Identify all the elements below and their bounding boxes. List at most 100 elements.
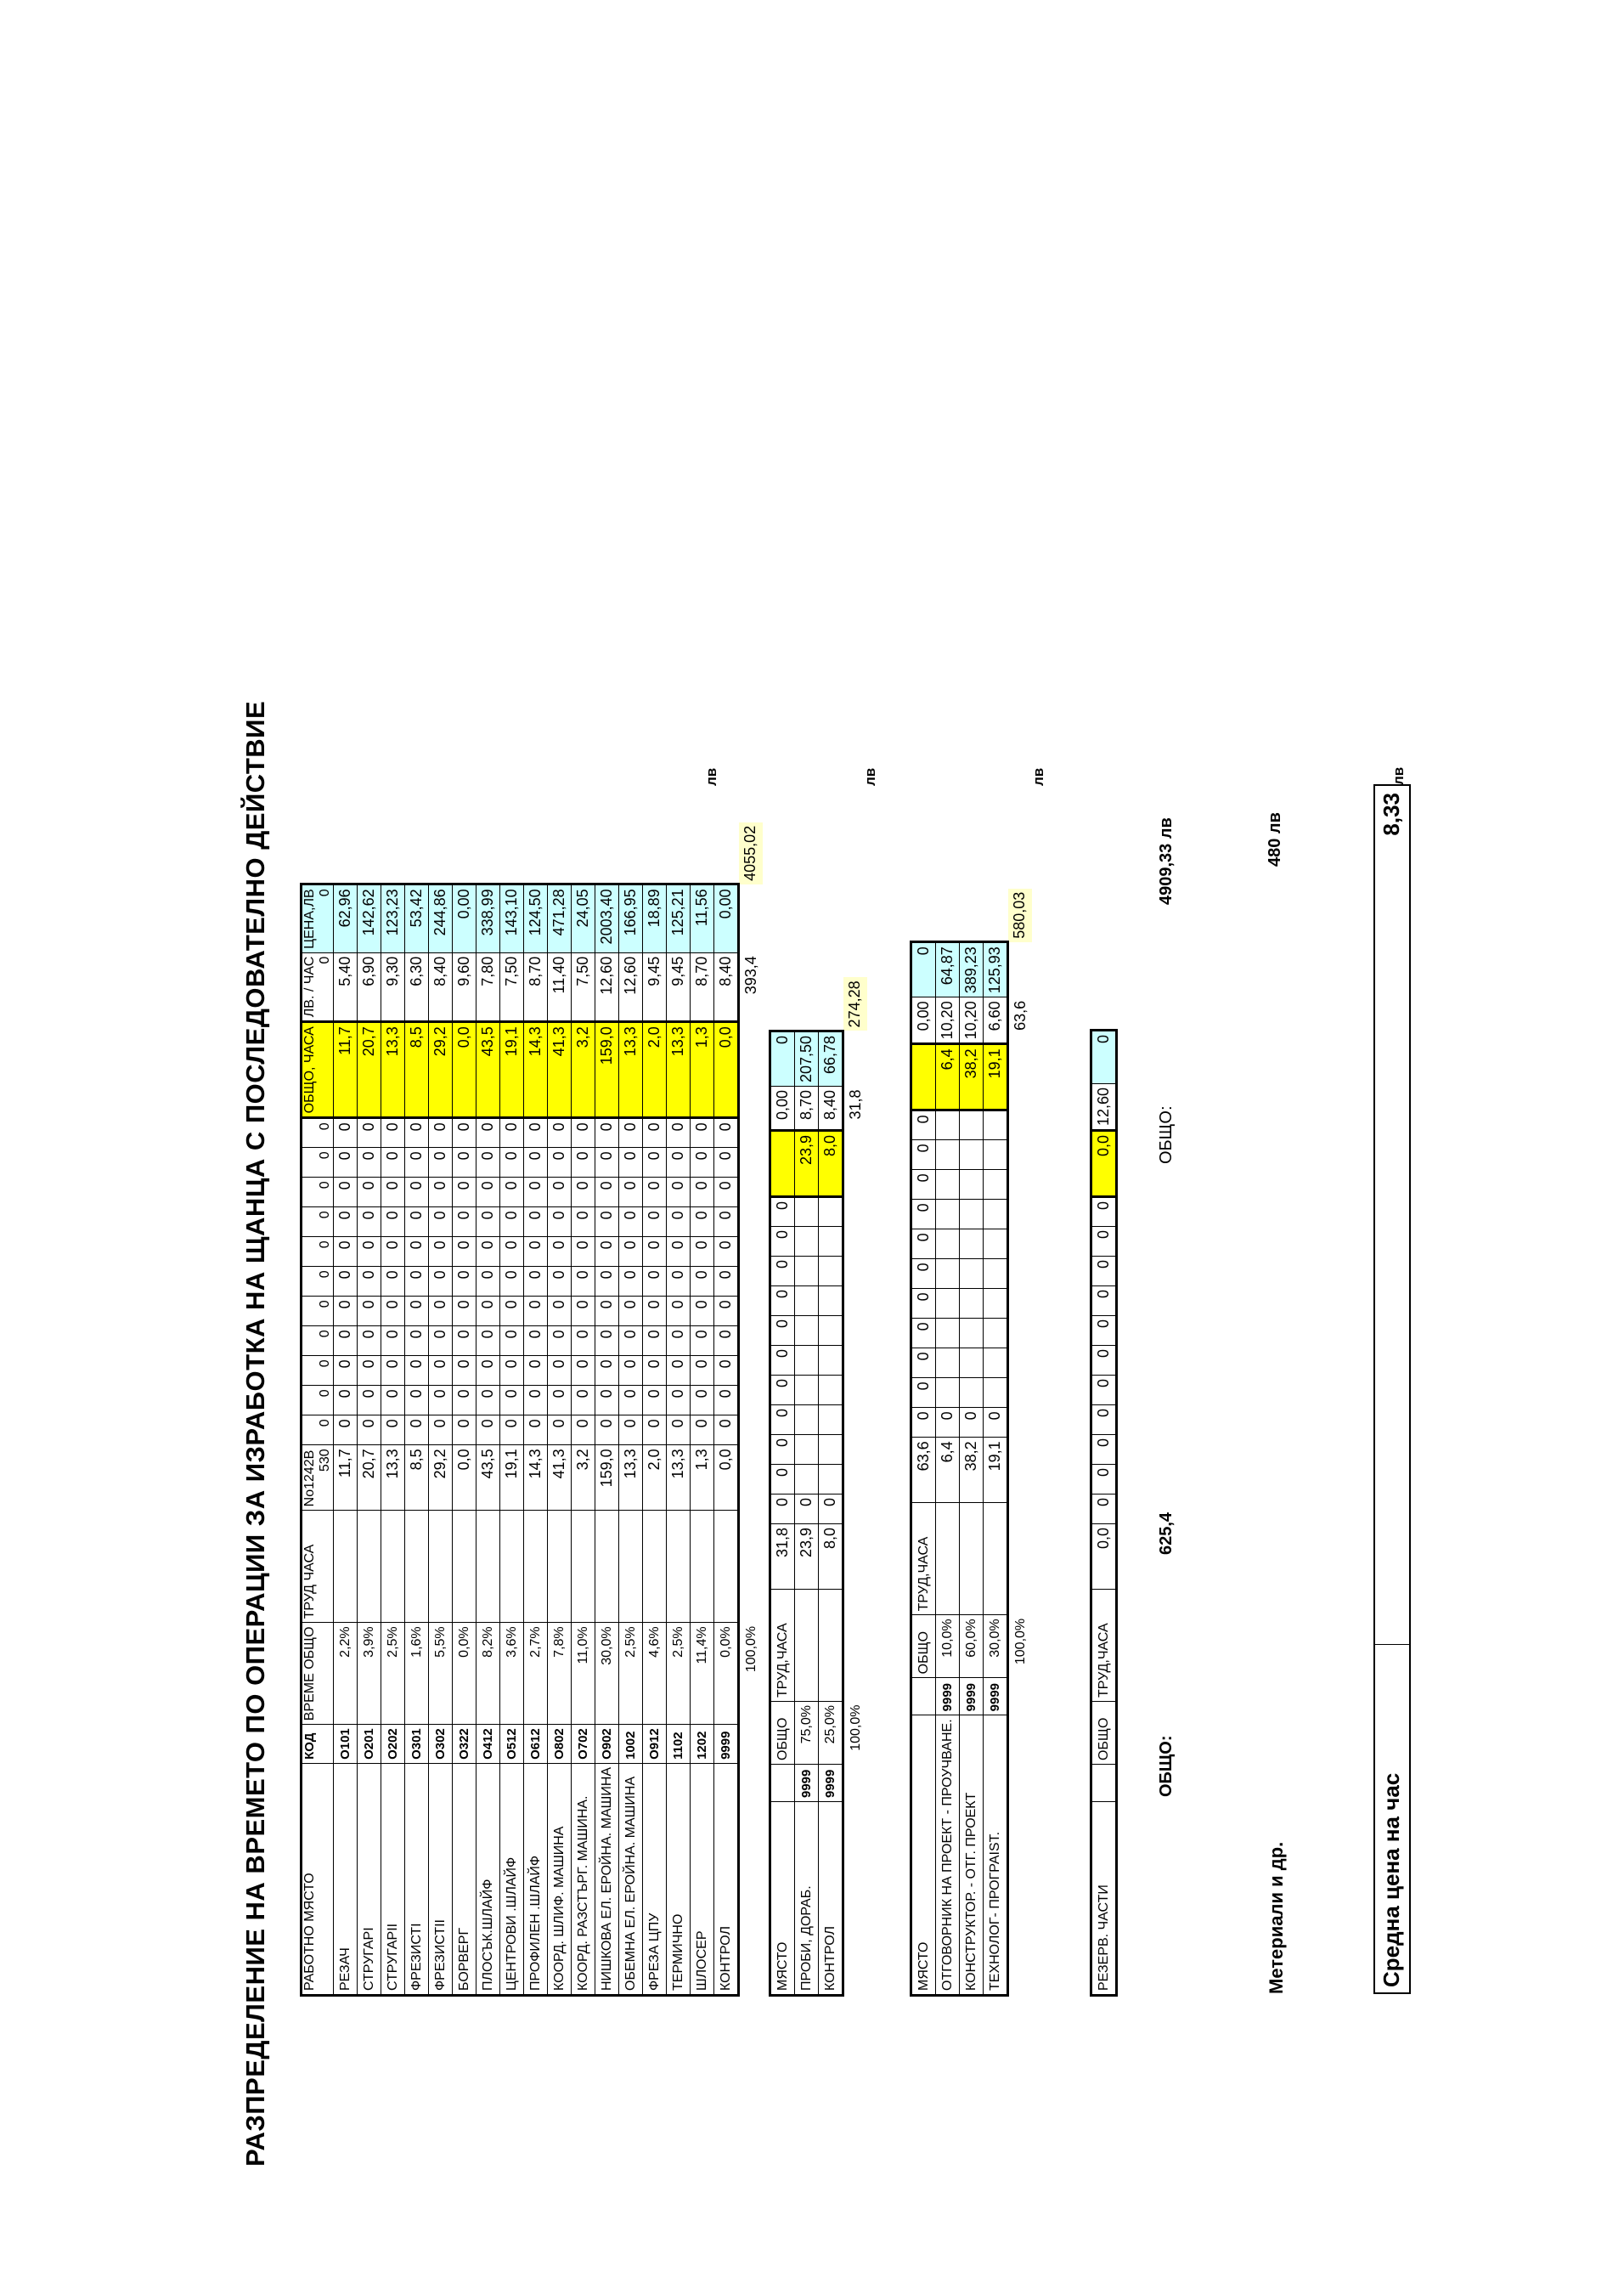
row-place: ПРОБИ, ДОРАБ.: [794, 1801, 819, 1996]
zero-cell: 0: [499, 1415, 524, 1445]
blank: [843, 1765, 868, 1802]
zero-cell: 0: [666, 1355, 691, 1386]
zero-cell: 0: [770, 1285, 795, 1316]
empty-cell: [935, 1169, 960, 1200]
row-workplace: ПРОФИЛЕН .ШЛАЙФ: [523, 1763, 548, 1996]
row-labor-blank: [642, 1510, 667, 1623]
blank: [739, 1445, 764, 1511]
zero-cell: 0: [452, 1117, 476, 1148]
row-price: 142,62: [357, 884, 381, 953]
average-price-label: Средна цена на час: [1379, 1772, 1404, 1987]
row-percent: 2,2%: [333, 1622, 358, 1725]
empty-cell: [794, 1404, 819, 1435]
zero-cell: 0: [911, 1110, 936, 1140]
zero-cell: 0: [911, 1288, 936, 1319]
zero-cell: 0: [666, 1117, 691, 1148]
zero-cell: 0: [642, 1236, 667, 1267]
zero-cell: 0: [452, 1296, 476, 1326]
zero-cell: 0: [642, 1177, 667, 1207]
average-price-currency: лв: [1390, 766, 1407, 785]
zero-cell: 0: [476, 1206, 500, 1237]
row-total-hours: 8,0: [818, 1130, 843, 1197]
row-price: 66,78: [818, 1031, 843, 1087]
empty-cell: [818, 1375, 843, 1405]
zero-cell: 0: [547, 1206, 572, 1237]
zero-cell: 0: [404, 1147, 429, 1178]
zero-cell: 0: [452, 1325, 476, 1356]
zero-cell: 0: [547, 1325, 572, 1356]
header-code-blank: [911, 1677, 936, 1715]
zero-cell: 0: [666, 1236, 691, 1267]
zero-cell: 0: [595, 1415, 619, 1445]
row-code: О302: [428, 1724, 453, 1764]
zero-cell: 0: [690, 1296, 714, 1326]
row-percent: 2,7%: [523, 1622, 548, 1725]
header-rate-label: ЛВ. / ЧАС: [302, 956, 317, 1018]
row-total-hours: 8,5: [404, 1021, 429, 1118]
zero-cell: 0: [404, 1236, 429, 1267]
zero-cell: 0: [571, 1296, 595, 1326]
page-title: РАЗПРЕДЕЛЕНИЕ НА ВРЕМЕТО ПО ОПЕРАЦИИ ЗА …: [240, 700, 270, 2167]
row-labor-blank: [381, 1510, 405, 1623]
zero-cell: 0: [713, 1385, 739, 1415]
header-labor-hours: ТРУД ЧАСА: [301, 1510, 334, 1623]
blank: [843, 1376, 868, 1405]
zero-cell: 0: [333, 1355, 358, 1386]
zero-cell: 0: [713, 1355, 739, 1386]
header-rate: 0,00: [770, 1086, 795, 1131]
header-place: МЯСТО: [770, 1801, 795, 1996]
blank: [739, 1725, 764, 1764]
row-price: 18,89: [642, 884, 667, 953]
zero-cell: 0: [595, 1296, 619, 1326]
zero-cell: 0: [523, 1147, 548, 1178]
row-hours: 23,9: [794, 1523, 819, 1590]
zero-cell: 0: [333, 1206, 358, 1237]
zero-cell: 0: [523, 1325, 548, 1356]
average-price-box: Средна цена на час 8,33: [1373, 784, 1411, 1994]
zero-cell: 0: [595, 1325, 619, 1356]
zero-cell: 0: [452, 1355, 476, 1386]
header-price-label: ЦЕНА,ЛВ: [302, 889, 317, 949]
row-price: 0,00: [452, 884, 476, 953]
row-price: 471,28: [547, 884, 572, 953]
row-labor-blank: [794, 1589, 819, 1702]
blank: [1008, 1044, 1033, 1110]
row-rate: 6,30: [404, 952, 429, 1022]
zero-cell: 0: [301, 1177, 334, 1207]
zero-cell: 0: [666, 1266, 691, 1297]
row-hours: 19,1: [983, 1437, 1008, 1503]
zero-cell: 0: [770, 1404, 795, 1435]
row-price: 244,86: [428, 884, 453, 953]
zero-cell: 0: [713, 1266, 739, 1297]
row-price: 123,23: [381, 884, 405, 953]
total-percent: 100,0%: [849, 1704, 863, 1751]
empty-cell: [983, 1110, 1008, 1140]
zero-cell: 0: [476, 1415, 500, 1445]
zero-cell: 0: [595, 1355, 619, 1386]
empty-cell: [959, 1139, 984, 1170]
row-place: ТЕХНОЛОГ- ПРОГРАIST.: [983, 1715, 1008, 1996]
row-rate: 11,40: [547, 952, 572, 1022]
zero-cell: 0: [571, 1355, 595, 1386]
empty-cell: [818, 1256, 843, 1286]
zero-cell: 0: [690, 1236, 714, 1267]
row-workplace: ОБЕМНА ЕЛ. ЕРОЙНА. МАШИНА: [618, 1763, 643, 1996]
zero-cell: 0: [547, 1177, 572, 1207]
zero-cell: 0: [911, 1139, 936, 1170]
row-code: О101: [333, 1724, 358, 1764]
row-percent: 60,0%: [959, 1614, 984, 1678]
zero-cell: 0: [713, 1206, 739, 1237]
zero-cell: 0: [381, 1206, 405, 1237]
zero-cell: 0: [713, 1236, 739, 1267]
zero-cell: 0: [1091, 1285, 1117, 1316]
row-hours: 13,3: [666, 1444, 691, 1511]
row-code: 1102: [666, 1724, 691, 1764]
blank: [1008, 1289, 1033, 1319]
row-hours: 2,0: [642, 1444, 667, 1511]
zero-cell: 0: [476, 1355, 500, 1386]
row-price: 64,87: [935, 941, 960, 997]
